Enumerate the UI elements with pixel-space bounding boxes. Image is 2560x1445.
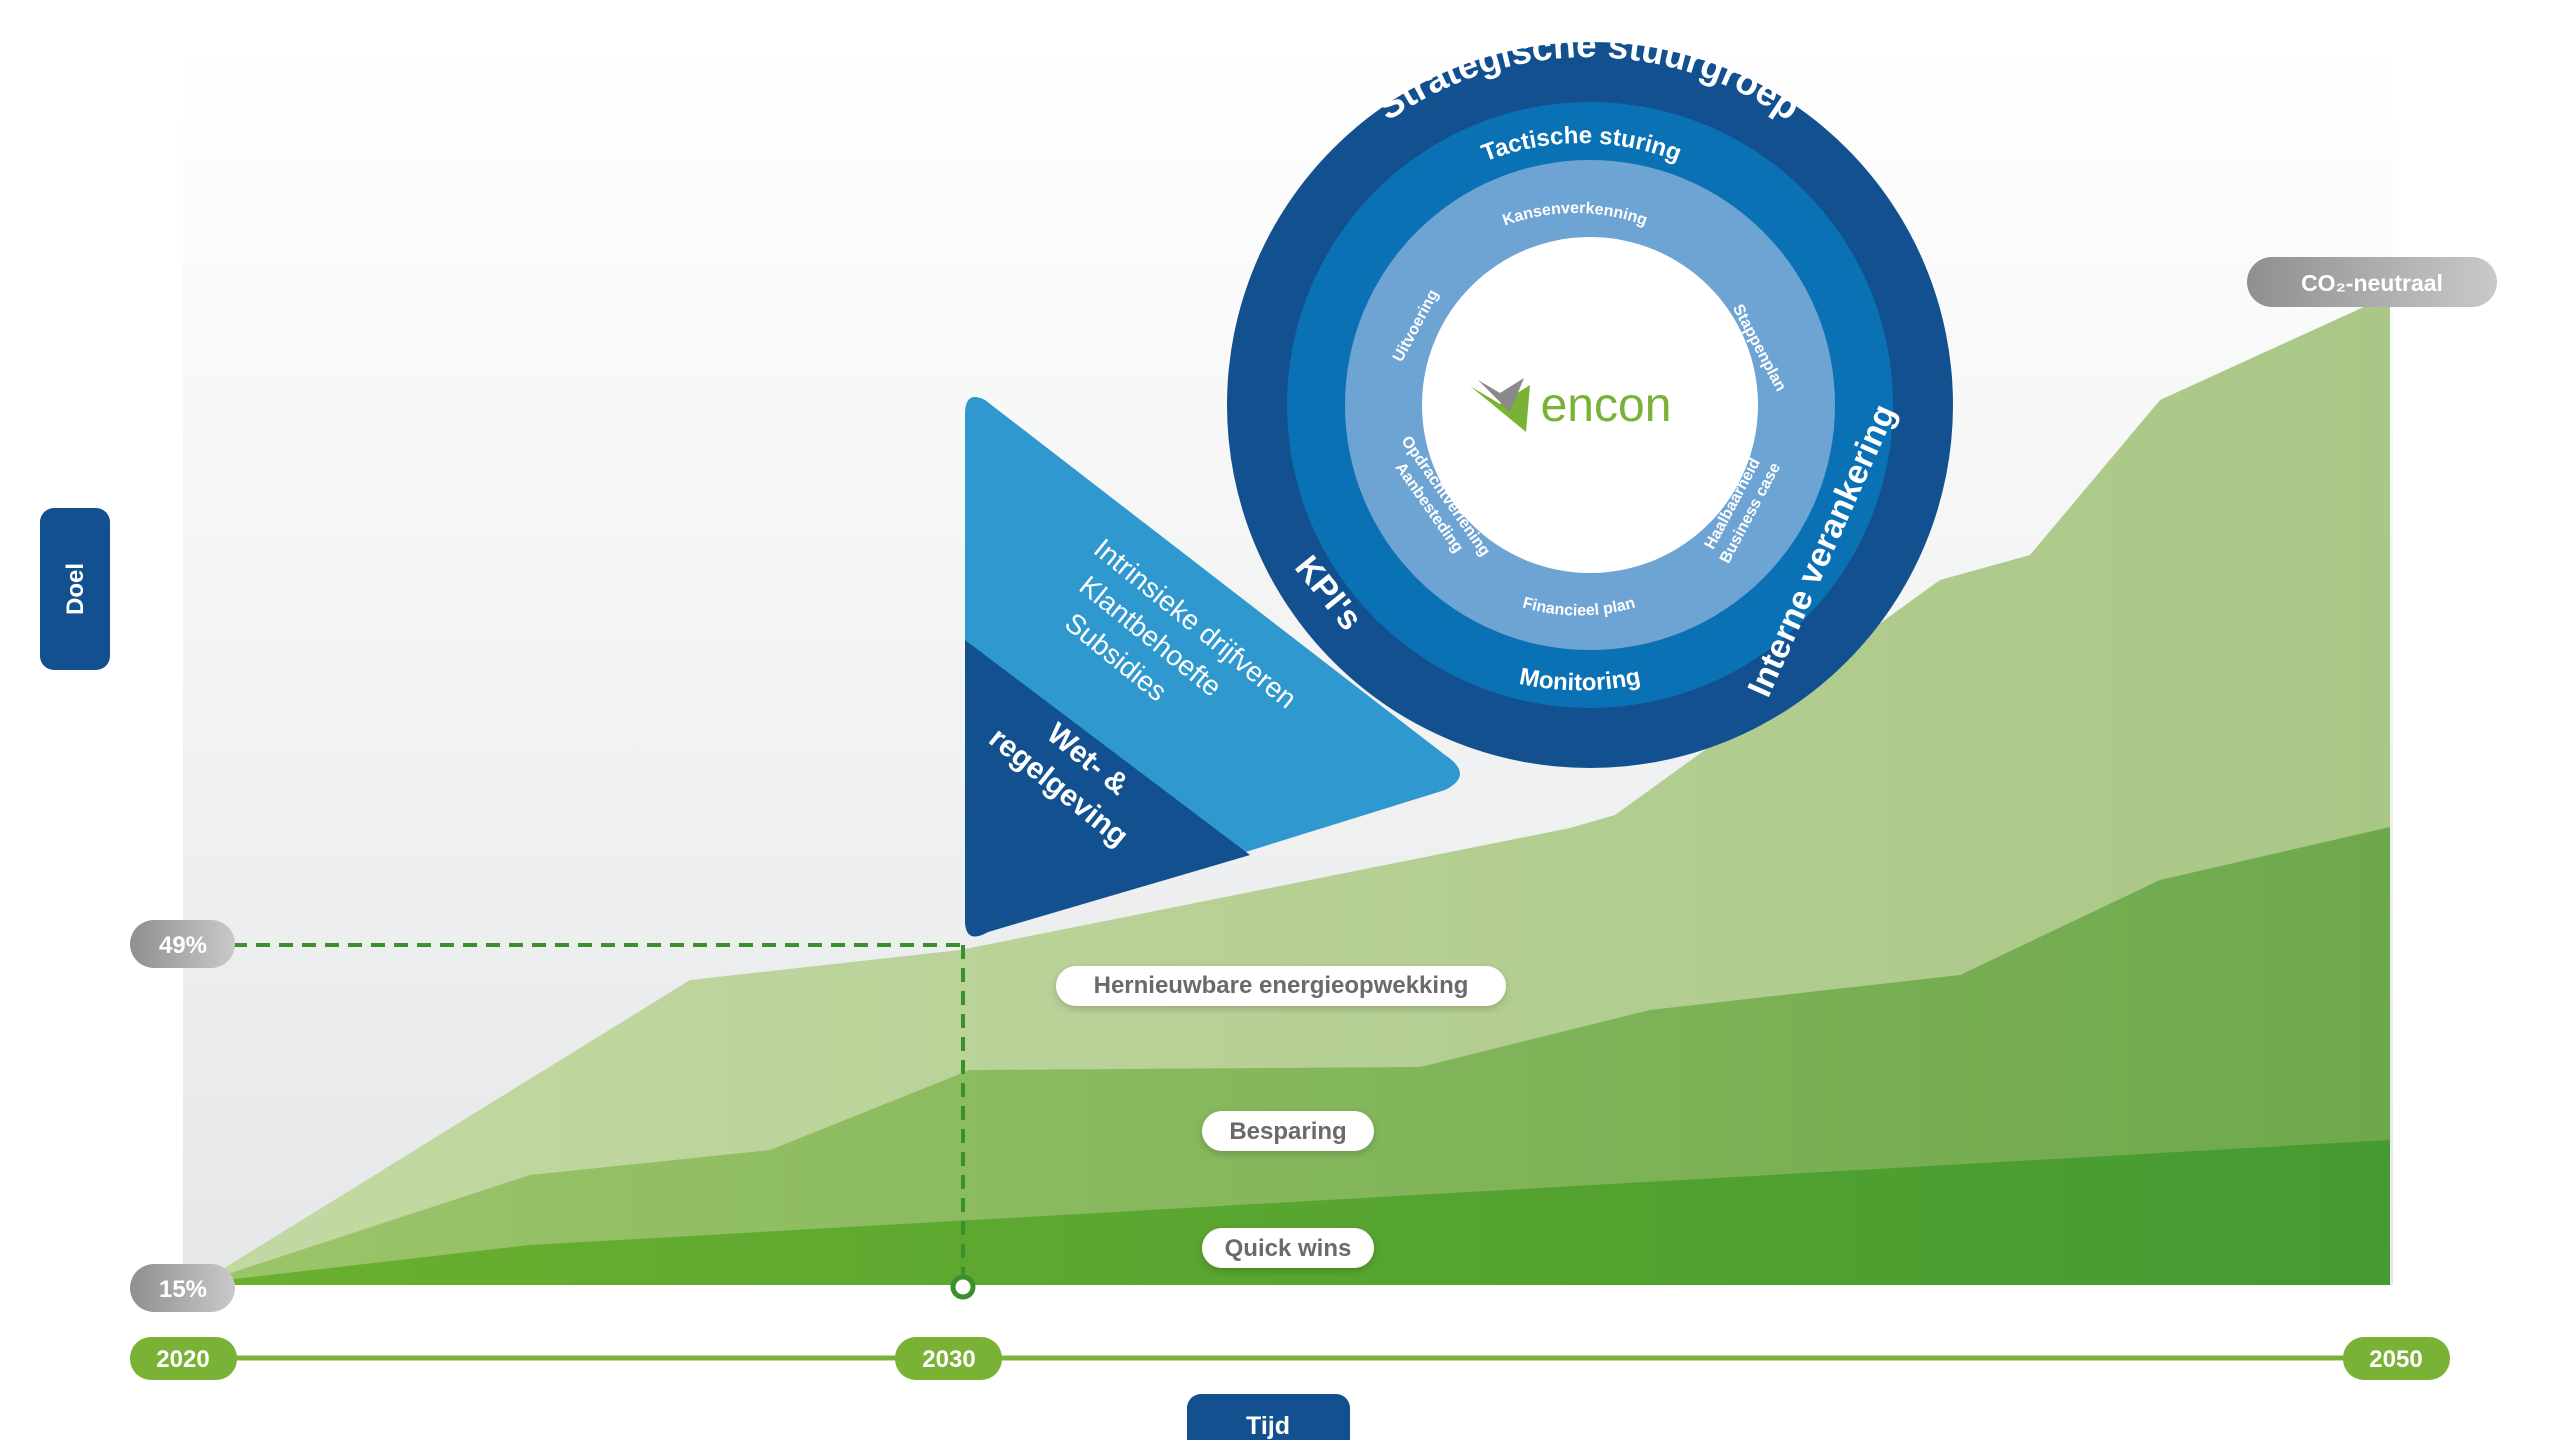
x-tick-2030: 2030 [895,1337,1002,1380]
cycle-chevron-left-icon [1422,391,1462,412]
area-quick-wins [200,1140,2390,1285]
svg-text:Quick wins: Quick wins [1225,1235,1352,1262]
svg-text:Besparing: Besparing [1229,1118,1346,1145]
x-tick-2050: 2050 [2343,1337,2450,1380]
svg-text:49%: 49% [159,932,207,959]
drivers-triangle: Intrinsieke drijfveren Klantbehoefte Sub… [965,397,1460,937]
regulation-triangle [965,640,1250,937]
svg-text:2030: 2030 [922,1346,975,1373]
svg-text:CO₂-neutraal: CO₂-neutraal [2301,270,2443,296]
co2-neutral-badge: CO₂-neutraal [2247,257,2497,307]
svg-text:Tijd: Tijd [1246,1412,1290,1440]
svg-text:2020: 2020 [156,1346,209,1373]
wheel-center [1422,237,1758,573]
svg-text:Doel: Doel [62,563,89,615]
label-savings: Besparing [1202,1111,1374,1151]
x-tick-2020: 2020 [130,1337,237,1380]
encon-logo: encon [1470,378,1671,432]
y-axis-label: Doel [40,508,110,670]
cycle-chevron-right-icon [1700,396,1742,417]
label-quick-wins: Quick wins [1202,1228,1374,1268]
svg-text:2050: 2050 [2369,1346,2422,1373]
governance-wheel: Strategische stuurgroep KPI's Interne ve… [1227,24,1953,768]
svg-text:encon: encon [1541,379,1672,432]
logo-mark-shadow-icon [1478,378,1524,412]
y-tick-49: 49% [130,920,235,968]
area-savings [200,827,2390,1285]
label-renewable-energy: Hernieuwbare energieopwekking [1056,966,1506,1006]
y-tick-15: 15% [130,1264,235,1312]
x-axis-label: Tijd [1187,1394,1350,1445]
cycle-chevron-bottom-icon [1567,523,1590,560]
target-marker-2030 [950,1274,976,1300]
svg-text:15%: 15% [159,1276,207,1303]
cycle-chevron-top-icon [1564,250,1583,290]
svg-text:Hernieuwbare energieopwekking: Hernieuwbare energieopwekking [1094,972,1469,999]
